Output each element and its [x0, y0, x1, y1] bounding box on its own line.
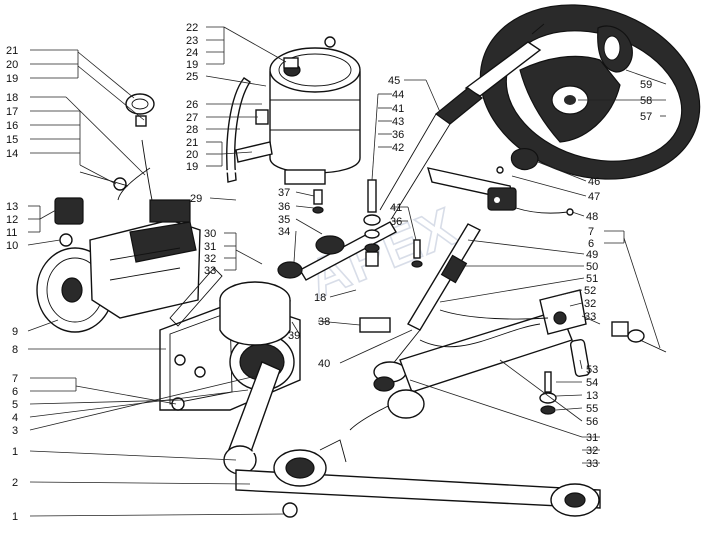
callout-13: 13: [586, 390, 598, 402]
callout-43: 43: [392, 116, 404, 128]
callout-19: 19: [6, 73, 18, 85]
hoses: [79, 139, 251, 201]
callout-6: 6: [588, 238, 594, 250]
callout-32: 32: [586, 445, 598, 457]
callout-33: 33: [586, 458, 598, 470]
callout-6: 6: [12, 386, 18, 398]
callout-54: 54: [586, 377, 598, 389]
callout-25: 25: [186, 71, 198, 83]
callout-1: 1: [12, 446, 18, 458]
callout-36: 36: [392, 129, 404, 141]
callout-36: 36: [278, 201, 290, 213]
callout-19: 19: [186, 161, 198, 173]
callout-11: 11: [6, 227, 17, 239]
callout-56: 56: [586, 416, 598, 428]
callout-38: 38: [318, 316, 330, 328]
callout-9: 9: [12, 326, 18, 338]
steering-wheel: [479, 4, 701, 180]
callout-55: 55: [586, 403, 598, 415]
power-steering-pump: [36, 197, 201, 333]
callout-59: 59: [640, 79, 652, 91]
callout-36: 36: [390, 216, 402, 228]
callout-41: 41: [390, 202, 402, 214]
hydraulic-cylinder: [229, 289, 667, 459]
callout-3: 3: [12, 425, 18, 437]
callout-8: 8: [12, 344, 18, 356]
callout-37: 37: [278, 187, 290, 199]
callout-41: 41: [392, 103, 404, 115]
callout-45: 45: [388, 75, 400, 87]
column-bracket: [427, 148, 574, 216]
callout-16: 16: [6, 120, 18, 132]
callout-48: 48: [586, 211, 598, 223]
callout-39: 39: [288, 330, 300, 342]
callout-46: 46: [588, 176, 600, 188]
callout-7: 7: [12, 373, 18, 385]
callout-1: 1: [12, 511, 18, 523]
callout-18: 18: [6, 92, 18, 104]
oil-reservoir: [226, 36, 361, 185]
pitman-arm: [223, 361, 281, 475]
callout-31: 31: [586, 432, 598, 444]
intermediate-shaft: [277, 221, 481, 392]
callout-28: 28: [186, 124, 198, 136]
callout-32: 32: [204, 253, 216, 265]
callout-47: 47: [588, 191, 600, 203]
callout-50: 50: [586, 261, 598, 273]
callout-7: 7: [588, 226, 594, 238]
callout-14: 14: [6, 148, 18, 160]
callout-33: 33: [584, 311, 596, 323]
callout-17: 17: [6, 106, 18, 118]
callout-53: 53: [586, 364, 598, 376]
callout-58: 58: [640, 95, 652, 107]
callout-40: 40: [318, 358, 330, 370]
callout-15: 15: [6, 134, 18, 146]
callout-29: 29: [190, 193, 202, 205]
callout-44: 44: [392, 89, 404, 101]
callout-27: 27: [186, 112, 198, 124]
callout-13: 13: [6, 201, 18, 213]
callout-23: 23: [186, 35, 198, 47]
callout-4: 4: [12, 412, 18, 424]
callout-26: 26: [186, 99, 198, 111]
callout-32: 32: [584, 298, 596, 310]
callout-18: 18: [314, 292, 326, 304]
callout-2: 2: [12, 477, 18, 489]
callout-5: 5: [12, 399, 18, 411]
steering-column: [379, 23, 545, 219]
callout-19: 19: [186, 59, 198, 71]
callout-52: 52: [584, 285, 596, 297]
callout-labels: 22 23 24 19 25 26 27 28 21 20 19 21 20 1…: [6, 22, 652, 523]
callout-34: 34: [278, 226, 290, 238]
callout-42: 42: [392, 142, 404, 154]
callout-20: 20: [186, 149, 198, 161]
callout-35: 35: [278, 214, 290, 226]
callout-22: 22: [186, 22, 198, 34]
callout-21: 21: [186, 137, 198, 149]
callout-31: 31: [204, 241, 216, 253]
callout-10: 10: [6, 240, 18, 252]
fasteners: [312, 179, 423, 333]
callout-51: 51: [586, 273, 598, 285]
callout-12: 12: [6, 214, 18, 226]
callout-24: 24: [186, 47, 198, 59]
callout-33: 33: [204, 265, 216, 277]
hose-clamp: [125, 93, 155, 127]
drag-link: [235, 439, 601, 518]
callout-57: 57: [640, 111, 652, 123]
callout-20: 20: [6, 59, 18, 71]
callout-30: 30: [204, 228, 216, 240]
callout-21: 21: [6, 45, 18, 57]
leader-lines: [27, 26, 667, 517]
callout-49: 49: [586, 249, 598, 261]
